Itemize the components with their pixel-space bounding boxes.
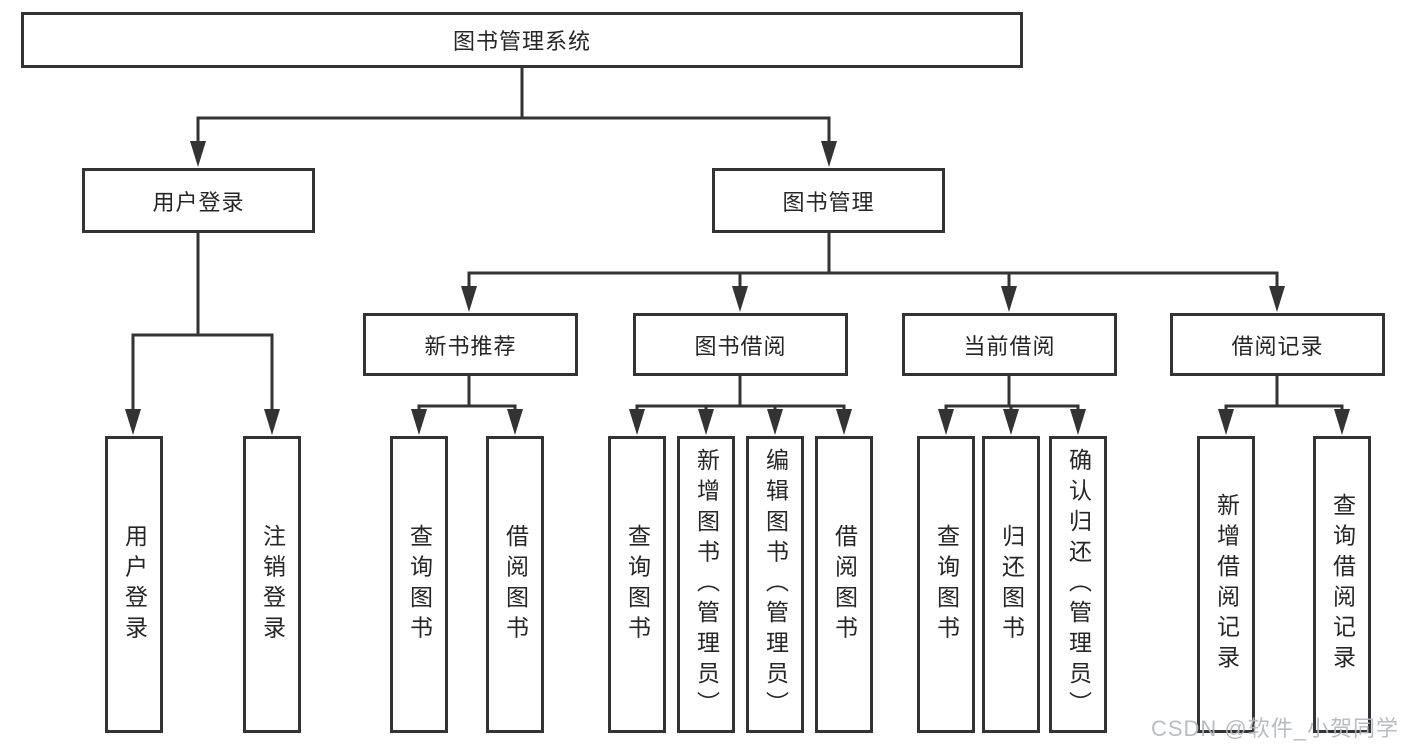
leaf-newrec-query-books: 查询图书 (390, 436, 448, 733)
node-root-system: 图书管理系统 (21, 12, 1023, 68)
leaf-borrow-edit-books-admin: 编辑图书（管理员） (746, 436, 804, 733)
node-user-login: 用户登录 (82, 168, 315, 233)
leaf-current-confirm-return-admin: 确认归还（管理员） (1049, 436, 1107, 733)
node-book-management: 图书管理 (712, 168, 945, 233)
leaf-borrow-borrow-books: 借阅图书 (815, 436, 873, 733)
node-current-borrow: 当前借阅 (902, 313, 1117, 376)
csdn-watermark: CSDN @软件_小贺同学 (1150, 716, 1399, 741)
leaf-user-login: 用户登录 (105, 436, 163, 733)
node-borrow-records: 借阅记录 (1170, 313, 1385, 376)
leaf-records-add-record: 新增借阅记录 (1197, 436, 1255, 733)
leaf-current-query-books: 查询图书 (917, 436, 975, 733)
node-new-book-recommend: 新书推荐 (363, 313, 578, 376)
leaf-newrec-borrow-books: 借阅图书 (486, 436, 544, 733)
leaf-current-return-books: 归还图书 (982, 436, 1040, 733)
leaf-borrow-query-books: 查询图书 (608, 436, 666, 733)
leaf-borrow-add-books-admin: 新增图书（管理员） (677, 436, 735, 733)
leaf-records-query-record: 查询借阅记录 (1313, 436, 1371, 733)
leaf-logout: 注销登录 (243, 436, 301, 733)
node-book-borrow: 图书借阅 (633, 313, 848, 376)
